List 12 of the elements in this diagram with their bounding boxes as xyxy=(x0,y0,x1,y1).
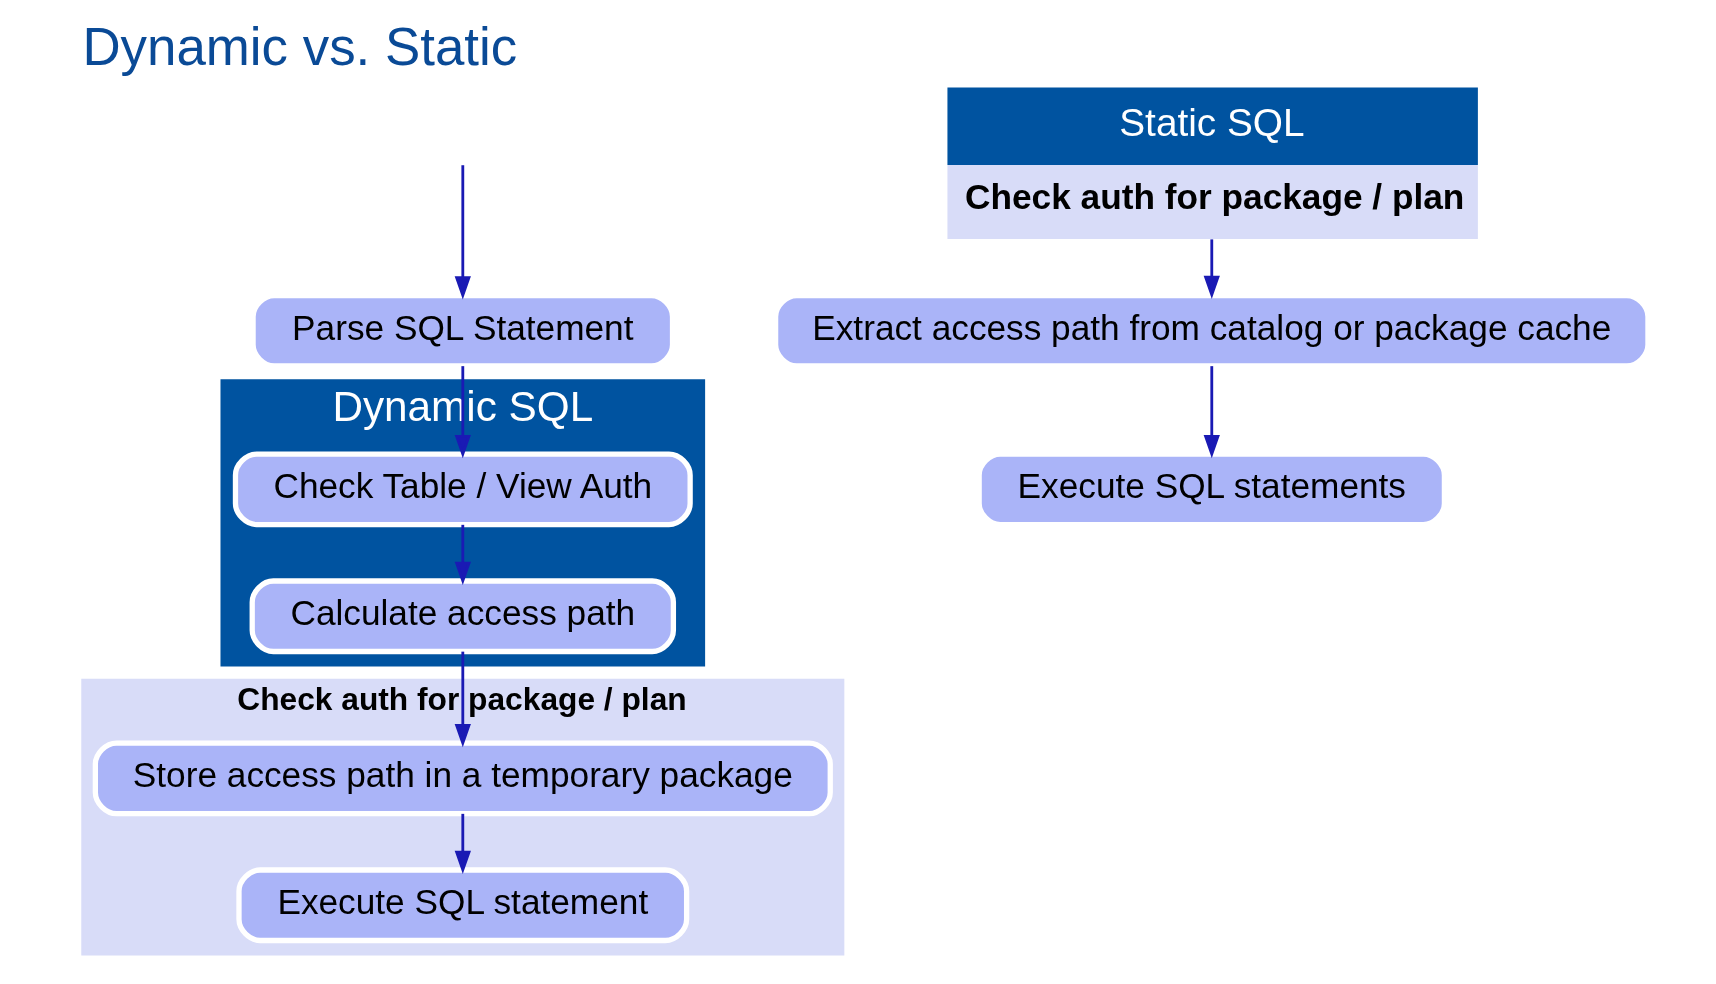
arrow xyxy=(454,165,471,300)
arrow xyxy=(454,366,471,459)
node-box: Execute SQL statement xyxy=(236,867,690,944)
node-box: Check Table / View Auth xyxy=(232,451,693,528)
arrow xyxy=(454,651,471,748)
arrow xyxy=(454,813,471,875)
node-box: Store access path in a temporary package xyxy=(92,740,833,817)
arrow xyxy=(1203,239,1220,299)
arrow xyxy=(454,524,471,586)
arrow xyxy=(1203,366,1220,459)
diagram-title: Dynamic vs. Static xyxy=(82,16,518,76)
node-box: Calculate access path xyxy=(249,578,677,655)
